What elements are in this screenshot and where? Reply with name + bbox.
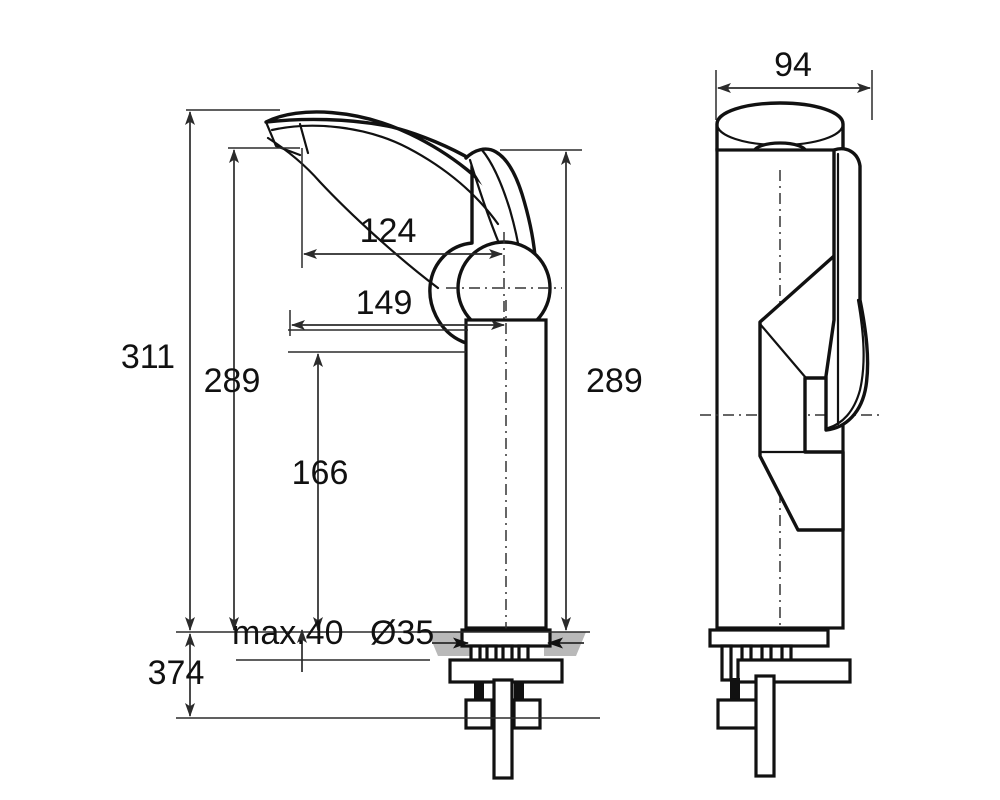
dimension-124-label: 124 xyxy=(360,212,417,250)
dimension-374: 374 xyxy=(148,631,600,719)
dimension-374-label: 374 xyxy=(148,654,205,692)
dimension-94: 94 xyxy=(715,46,873,120)
lever-hub-shoulder xyxy=(758,246,845,532)
front-mounting-hardware xyxy=(708,628,852,778)
dimension-94-label: 94 xyxy=(774,46,812,84)
side-elevation-view: 311 289 166 374 xyxy=(121,109,643,780)
faucet-column-body xyxy=(464,300,548,640)
dimension-311-label: 311 xyxy=(121,338,175,376)
dimension-311: 311 xyxy=(121,109,280,631)
dimension-166-label: 166 xyxy=(292,454,349,492)
dimension-166: 166 xyxy=(288,329,468,631)
dimension-max40: max.40 xyxy=(232,614,430,672)
dimension-289-left: 289 xyxy=(204,147,300,631)
dimension-124: 124 xyxy=(301,148,503,268)
dimension-149-label: 149 xyxy=(356,284,413,322)
dimension-max40-label: max.40 xyxy=(232,614,344,652)
dimension-289-left-label: 289 xyxy=(204,362,261,400)
dimension-diameter-35-label: Ø35 xyxy=(370,614,434,652)
dimension-diameter-35: Ø35 xyxy=(370,614,584,652)
front-elevation-view: 94 xyxy=(700,46,880,778)
dimension-149: 149 xyxy=(289,284,505,336)
dimension-289-right: 289 xyxy=(500,149,643,631)
lever-handle xyxy=(824,147,870,432)
dimension-289-right-label: 289 xyxy=(586,362,643,400)
